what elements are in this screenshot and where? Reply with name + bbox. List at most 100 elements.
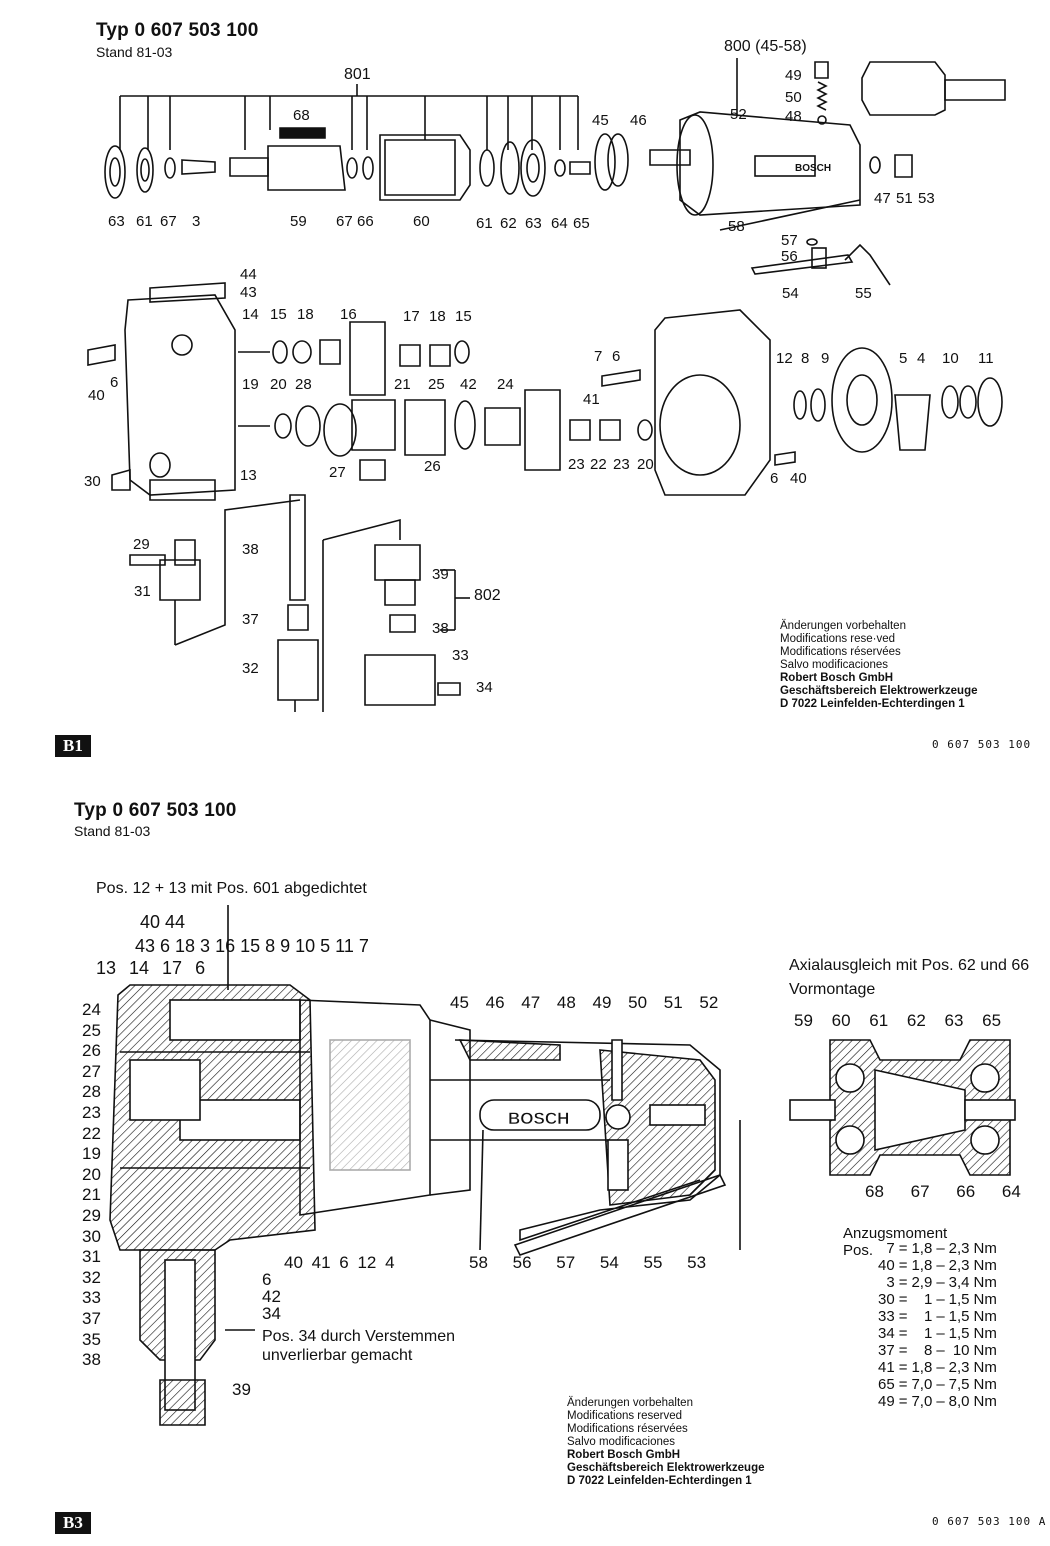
torque-max: 1,5 [948,1291,970,1308]
torque-max: 1,5 [948,1325,970,1342]
torque-pos: 41 [878,1359,895,1376]
part-label: 53 [918,190,935,207]
part-label: 66 [357,213,374,230]
part-label: 6 [262,1270,272,1289]
crimp-note-2: unverlierbar gemacht [262,1347,413,1364]
torque-eq: = [898,1393,908,1410]
part-label: 6 [770,470,779,487]
torque-max: 3,4 [948,1274,970,1291]
torque-unit: Nm [973,1308,997,1325]
handle-bottom-labels: 58 56 57 54 55 53 [469,1253,707,1272]
torque-pos: 49 [878,1393,895,1410]
note-line: Robert Bosch GmbH [567,1449,681,1461]
axial-subtitle: Vormontage [789,981,876,998]
part-label: 28 [82,1082,101,1102]
torque-unit: Nm [973,1325,997,1342]
part-label: 56 [781,248,798,265]
part-label: 68 [293,107,310,124]
torque-unit: Nm [973,1342,997,1359]
torque-eq: = [898,1291,908,1308]
torque-max: 2,3 [948,1240,970,1257]
part-label: 23 [613,456,630,473]
group-800: 800 (45-58) [724,38,807,55]
part-label: 42 [460,376,477,393]
torque-min: 7,0 [911,1393,933,1410]
torque-min: 2,9 [911,1274,933,1291]
part-label: 15 [455,308,472,325]
part-label: 29 [82,1205,101,1225]
note-line: Modifications réservées [780,646,901,658]
part-label: 25 [428,376,445,393]
torque-pos: 30 [878,1291,895,1308]
part-label: 46 [630,112,647,129]
part-label: 31 [134,583,151,600]
torque-eq: = [898,1274,908,1291]
torque-min: 8 [923,1342,933,1359]
part-label: 7 [594,348,603,365]
torque-max: 7,5 [948,1376,970,1393]
part-label: 12 [776,350,793,367]
part-label: 34 [476,679,493,696]
part-label: 49 [785,67,802,84]
part-label: 39 [232,1380,251,1399]
sheet2-code: 0 607 503 100 A [932,1515,1047,1528]
part-label: 26 [82,1041,101,1061]
part-label: 27 [329,464,346,481]
part-label: 48 [785,108,802,125]
torque-pos: 33 [878,1308,895,1325]
part-label: 40 [88,387,105,404]
part-label: 24 [82,1000,101,1019]
part-label: 26 [424,458,441,475]
torque-dash: – [936,1325,945,1342]
torque-min: 1,8 [911,1359,933,1376]
left-part-labels: 24 25 26 27 28 23 22 19 20 21 29 30 31 3… [82,1000,101,1371]
part-label: 38 [432,620,449,637]
part-label: 27 [82,1061,101,1081]
section-brand: BOSCH [508,1109,569,1128]
part-label: 57 [781,232,798,249]
torque-dash: – [936,1291,945,1308]
part-label: 10 [942,350,959,367]
part-label: 63 [525,215,542,232]
note-line: Salvo modificaciones [567,1436,676,1448]
part-label: 33 [452,647,469,664]
part-label: 23 [568,456,585,473]
axial-title: Axialausgleich mit Pos. 62 und 66 [789,957,1030,974]
part-label: 14 [242,306,259,323]
part-label: 5 [899,350,908,367]
torque-unit: Nm [973,1291,997,1308]
part-label: 41 [583,391,600,408]
part-label: 54 [782,285,799,302]
part-label: 65 [573,215,590,232]
part-label: 47 [874,190,891,207]
part-label: 61 [136,213,153,230]
part-label: 38 [82,1350,101,1370]
torque-min: 1 [923,1291,933,1308]
note-line: Modifications reserved [567,1410,683,1422]
torque-eq: = [898,1342,908,1359]
torque-pos: 34 [878,1325,895,1342]
note-line: D 7022 Leinfelden-Echterdingen 1 [567,1475,752,1487]
part-label: 6 [612,348,621,365]
torque-title: Anzugsmoment [843,1225,948,1242]
part-label: 8 [801,350,810,367]
sheet1-code: 0 607 503 100 [932,738,1032,751]
sheet1-title: Typ 0 607 503 100 [96,20,259,41]
top-part-labels-b: 43 6 18 3 16 15 8 9 10 5 11 7 [135,936,369,956]
torque-min: 1,8 [911,1257,933,1274]
part-label: 50 [785,89,802,106]
part-label: 44 [240,266,257,283]
torque-dash: – [936,1274,945,1291]
part-label: 32 [82,1267,101,1287]
part-label: 32 [242,660,259,677]
torque-dash: – [936,1342,945,1359]
part-label: 21 [82,1185,101,1205]
part-label: 20 [82,1164,101,1184]
torque-eq: = [898,1308,908,1325]
torque-pos: 3 [886,1274,895,1291]
